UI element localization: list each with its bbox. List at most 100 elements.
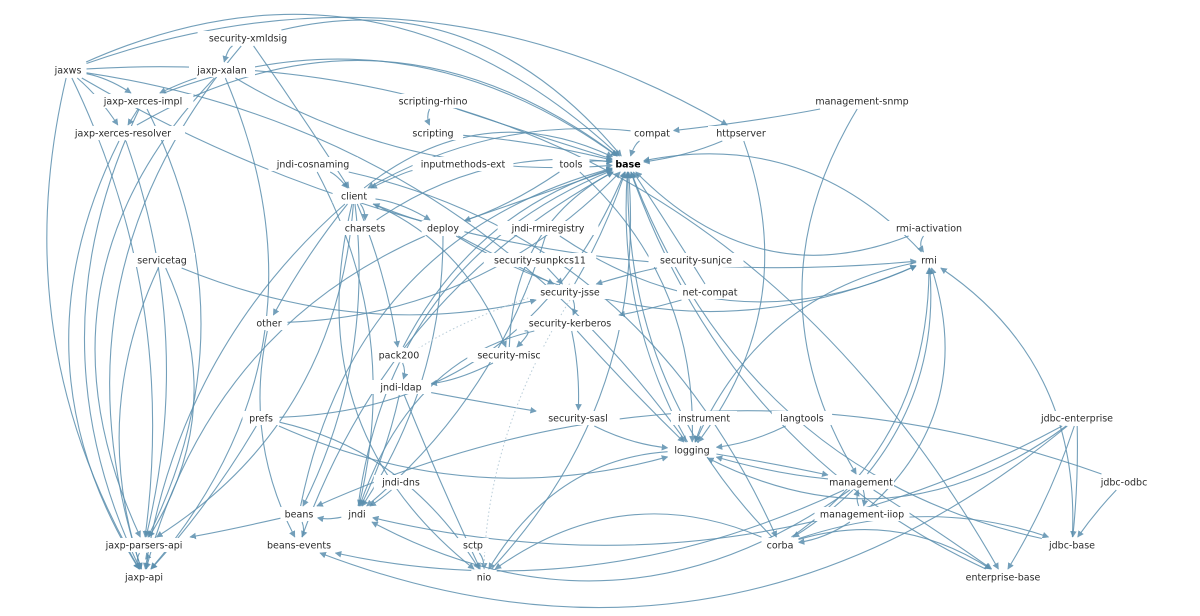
- node-background: [332, 189, 376, 203]
- node-label: scripting-rhino: [399, 97, 468, 108]
- node-deploy[interactable]: deploy: [421, 221, 465, 235]
- node-jdbc-enterprise[interactable]: jdbc-enterprise: [1029, 411, 1125, 425]
- edge-security-kerberos-to-security-misc: [516, 330, 529, 348]
- edge-langtools-to-logging: [715, 425, 786, 450]
- node-pack200[interactable]: pack200: [374, 348, 424, 362]
- node-jndi-cosnaming[interactable]: jndi-cosnaming: [268, 157, 358, 171]
- node-label: jndi-dns: [381, 478, 420, 489]
- node-management-snmp[interactable]: management-snmp: [814, 94, 910, 108]
- node-jndi-dns[interactable]: jndi-dns: [373, 475, 429, 489]
- node-jdbc-base[interactable]: jdbc-base: [1041, 538, 1103, 552]
- node-security-jsse[interactable]: security-jsse: [528, 285, 612, 299]
- edge-jaxp-xalan-to-jaxp-parsers-api: [94, 77, 215, 538]
- edge-jaxws-to-jaxp-api: [46, 77, 140, 570]
- node-jaxp-xalan[interactable]: jaxp-xalan: [189, 63, 255, 77]
- edge-client-to-other: [272, 203, 348, 316]
- node-jaxws[interactable]: jaxws: [49, 63, 87, 77]
- edge-jaxp-xerces-impl-to-jaxp-parsers-api: [146, 108, 202, 538]
- edge-jaxws-to-base: [85, 13, 620, 157]
- node-prefs[interactable]: prefs: [242, 411, 280, 425]
- node-security-xmldsig[interactable]: security-xmldsig: [197, 31, 299, 45]
- edge-prefs-to-logging: [278, 425, 669, 479]
- edge-corba-to-jdbc-base: [798, 516, 1050, 540]
- node-label: scripting: [412, 129, 453, 140]
- node-background: [280, 507, 318, 521]
- node-sctp[interactable]: sctp: [457, 538, 489, 552]
- node-scripting[interactable]: scripting: [402, 126, 464, 140]
- node-jndi-ldap[interactable]: jndi-ldap: [370, 380, 432, 394]
- node-instrument[interactable]: instrument: [671, 411, 737, 425]
- node-layer: security-xmldsig jaxws jaxp-xalan jaxp-xerc…: [49, 31, 1155, 584]
- node-net-compat[interactable]: net-compat: [677, 285, 743, 299]
- node-label: jaxp-api: [124, 573, 163, 584]
- node-background: [648, 253, 744, 267]
- node-jaxp-api[interactable]: jaxp-api: [116, 570, 172, 584]
- node-background: [814, 507, 910, 521]
- node-beans[interactable]: beans: [280, 507, 318, 521]
- edge-jaxp-api-to-jaxp-parsers-api: [145, 552, 152, 570]
- node-inputmethods-ext[interactable]: inputmethods-ext: [412, 157, 514, 171]
- node-enterprise-base[interactable]: enterprise-base: [955, 570, 1051, 584]
- edge-security-misc-to-jndi-ldap: [430, 362, 494, 387]
- node-httpserver[interactable]: httpserver: [708, 126, 774, 140]
- edge-jdbc-enterprise-to-jndi: [371, 425, 1063, 546]
- edge-beans-events-to-base: [301, 171, 614, 538]
- node-servicetag[interactable]: servicetag: [129, 253, 195, 267]
- node-management-iiop[interactable]: management-iiop: [814, 507, 910, 521]
- node-management[interactable]: management: [828, 475, 894, 489]
- edge-jaxws-to-jaxp-parsers-api: [71, 77, 154, 538]
- node-security-misc[interactable]: security-misc: [467, 348, 551, 362]
- node-background: [536, 411, 620, 425]
- edge-jdbc-enterprise-to-logging: [707, 425, 1067, 500]
- edge-jaxp-xerces-resolver-to-jaxp-api: [68, 140, 140, 570]
- node-jndi-rmiregistry[interactable]: jndi-rmiregistry: [497, 221, 599, 235]
- node-rmi-activation[interactable]: rmi-activation: [884, 221, 974, 235]
- node-scripting-rhino[interactable]: scripting-rhino: [385, 94, 481, 108]
- node-label: security-xmldsig: [209, 34, 287, 45]
- edge-jaxp-xerces-resolver-to-base: [136, 59, 618, 157]
- node-jaxp-xerces-impl[interactable]: jaxp-xerces-impl: [92, 94, 194, 108]
- node-rmi[interactable]: rmi: [916, 253, 942, 267]
- node-label: jdbc-enterprise: [1040, 414, 1113, 425]
- node-jdbc-odbc[interactable]: jdbc-odbc: [1093, 475, 1155, 489]
- edge-jdbc-base-to-rmi: [940, 267, 1074, 538]
- node-base[interactable]: base: [612, 157, 644, 171]
- edge-corba-to-enterprise-base: [798, 528, 992, 570]
- node-security-kerberos[interactable]: security-kerberos: [516, 316, 624, 330]
- node-jaxp-xerces-resolver[interactable]: jaxp-xerces-resolver: [61, 126, 185, 140]
- edge-deploy-to-jndi: [361, 235, 444, 507]
- node-security-sunpkcs11[interactable]: security-sunpkcs11: [483, 253, 597, 267]
- node-compat[interactable]: compat: [630, 126, 674, 140]
- node-nio[interactable]: nio: [471, 570, 497, 584]
- edge-security-xmldsig-to-jaxp-xalan: [222, 45, 233, 63]
- node-beans-events[interactable]: beans-events: [260, 538, 338, 552]
- node-background: [771, 411, 833, 425]
- node-label: deploy: [427, 224, 459, 235]
- node-label: jndi-rmiregistry: [511, 224, 585, 235]
- node-client[interactable]: client: [332, 189, 376, 203]
- node-background: [337, 221, 393, 235]
- edge-client-to-pack200: [356, 203, 401, 348]
- node-langtools[interactable]: langtools: [771, 411, 833, 425]
- node-label: jndi: [347, 510, 365, 521]
- node-background: [402, 126, 464, 140]
- edge-security-misc-to-base: [508, 171, 614, 348]
- edge-management-to-management-iiop: [861, 489, 869, 507]
- node-background: [197, 31, 299, 45]
- node-charsets[interactable]: charsets: [337, 221, 393, 235]
- node-security-sasl[interactable]: security-sasl: [536, 411, 620, 425]
- node-logging[interactable]: logging: [667, 443, 717, 457]
- edge-other-to-base: [287, 171, 621, 323]
- edge-pack200-to-base: [402, 167, 614, 348]
- node-tools[interactable]: tools: [552, 157, 590, 171]
- node-background: [457, 538, 489, 552]
- node-jndi[interactable]: jndi: [341, 507, 373, 521]
- node-background: [1041, 538, 1103, 552]
- edge-corba-to-base: [624, 171, 773, 538]
- node-corba[interactable]: corba: [761, 538, 799, 552]
- node-other[interactable]: other: [250, 316, 288, 330]
- node-label: beans: [285, 510, 314, 521]
- node-jaxp-parsers-api[interactable]: jaxp-parsers-api: [93, 538, 195, 552]
- edge-jndi-cosnaming-to-jndi: [316, 171, 374, 507]
- node-security-sunjce[interactable]: security-sunjce: [648, 253, 744, 267]
